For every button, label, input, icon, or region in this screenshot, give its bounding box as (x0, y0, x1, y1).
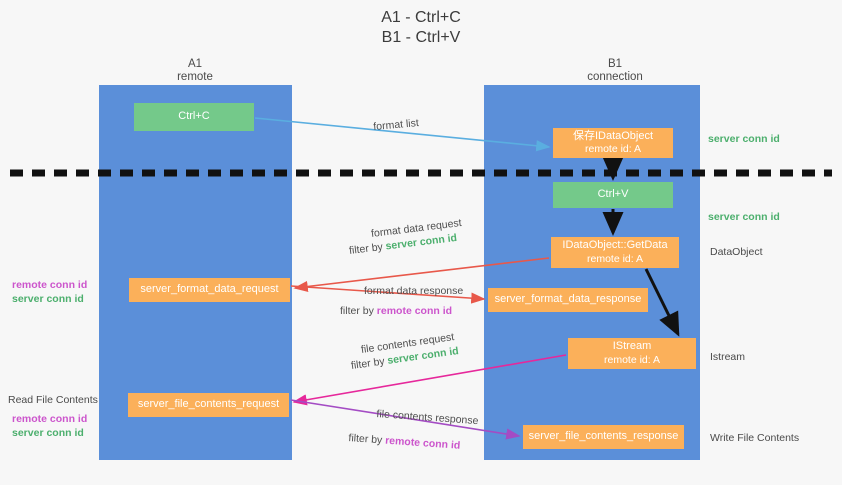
filter-prefix-4: filter by (348, 432, 386, 447)
page-title: A1 - Ctrl+C B1 - Ctrl+V (0, 8, 842, 48)
box-istream[interactable]: IStream remote id: A (568, 338, 696, 369)
filter-prefix-2: filter by (340, 305, 377, 317)
box-ctrl-c-label: Ctrl+C (178, 110, 210, 123)
box-server-format-data-request[interactable]: server_format_data_request (129, 278, 290, 302)
edge-label-format-data-response-filter: filter by remote conn id (340, 305, 452, 318)
box-server-file-contents-request-label: server_file_contents_request (137, 398, 280, 411)
title-line-1: A1 - Ctrl+C (381, 9, 461, 26)
box-istream-remote-id: remote id: A (603, 353, 661, 366)
box-server-format-data-request-label: server_format_data_request (140, 283, 279, 296)
box-ctrl-v-label: Ctrl+V (597, 188, 629, 201)
box-ctrl-c[interactable]: Ctrl+C (134, 103, 254, 131)
left-label-server-conn-id-1: server conn id (12, 293, 84, 305)
box-server-file-contents-response-label: server_file_contents_response (528, 430, 679, 443)
box-idataobject-getdata[interactable]: IDataObject::GetData remote id: A (551, 237, 679, 268)
lane-b1-name: B1 (607, 58, 623, 70)
box-save-idataobject-remote-id: remote id: A (584, 143, 642, 155)
edge-label-format-data-response: format data response (364, 285, 464, 297)
box-save-idataobject-label: 保存IDataObject (572, 129, 654, 142)
box-server-file-contents-response[interactable]: server_file_contents_response (523, 425, 684, 449)
lane-header-b1: B1 connection (545, 58, 685, 84)
lane-a1-sub: remote (177, 71, 213, 83)
lane-header-a1: A1 remote (145, 58, 245, 84)
right-label-write-file-contents: Write File Contents (710, 432, 800, 444)
lane-b1-sub: connection (587, 71, 643, 83)
lane-a1-name: A1 (187, 58, 203, 70)
title-line-2: B1 - Ctrl+V (381, 29, 461, 46)
left-label-remote-conn-id-2: remote conn id (12, 413, 88, 425)
box-server-file-contents-request[interactable]: server_file_contents_request (128, 393, 289, 417)
box-ctrl-v[interactable]: Ctrl+V (553, 182, 673, 208)
left-label-remote-conn-id-1: remote conn id (12, 279, 88, 291)
left-label-server-conn-id-2: server conn id (12, 427, 84, 439)
right-label-server-conn-id-top: server conn id (708, 133, 780, 145)
box-server-format-data-response[interactable]: server_format_data_response (488, 288, 648, 312)
box-idataobject-getdata-remote-id: remote id: A (586, 252, 644, 265)
box-server-format-data-response-label: server_format_data_response (494, 293, 642, 306)
right-label-server-conn-id-mid: server conn id (708, 211, 780, 223)
filter-key-remote-conn-id-1: remote conn id (376, 305, 453, 317)
right-label-dataobject: DataObject (710, 246, 763, 258)
box-istream-label: IStream (612, 340, 652, 352)
right-label-istream: Istream (710, 351, 746, 363)
box-save-idataobject[interactable]: 保存IDataObject remote id: A (553, 128, 673, 158)
left-label-read-file-contents: Read File Contents (8, 394, 98, 406)
box-idataobject-getdata-label: IDataObject::GetData (562, 239, 668, 251)
